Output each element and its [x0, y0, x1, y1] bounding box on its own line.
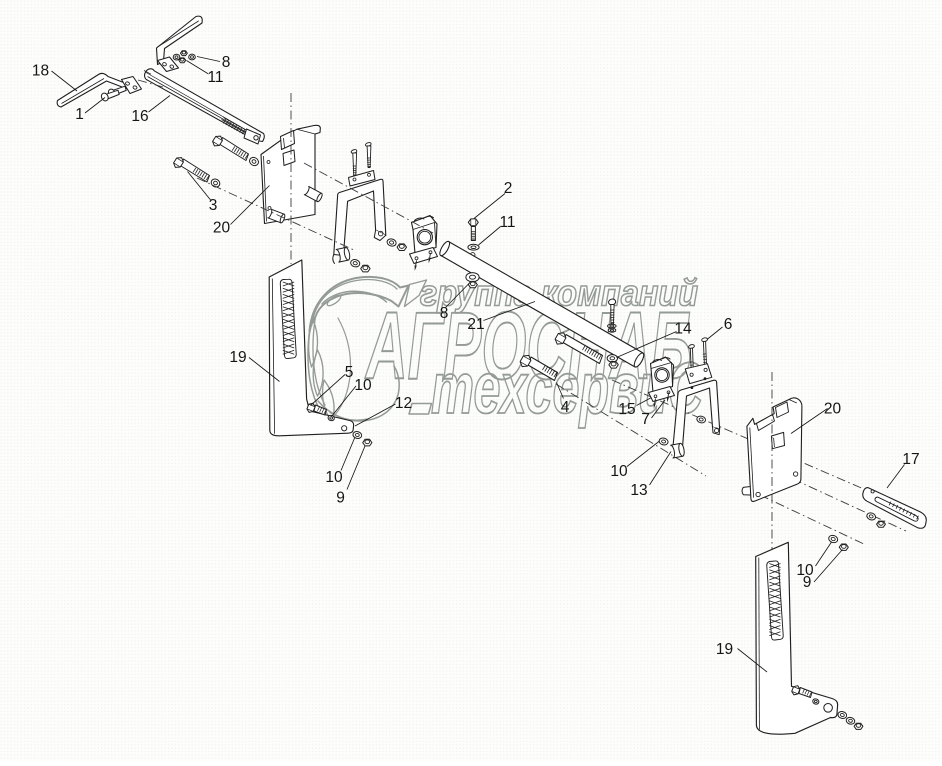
- svg-text:8: 8: [440, 305, 449, 322]
- svg-text:10: 10: [325, 469, 343, 486]
- svg-text:9: 9: [336, 490, 345, 507]
- svg-text:14: 14: [674, 321, 692, 338]
- svg-text:15: 15: [618, 401, 635, 418]
- svg-text:3: 3: [209, 197, 218, 214]
- svg-text:16: 16: [131, 108, 148, 125]
- svg-text:21: 21: [467, 316, 484, 333]
- svg-text:2: 2: [504, 180, 513, 197]
- svg-text:7: 7: [641, 411, 650, 428]
- svg-text:13: 13: [630, 482, 647, 499]
- svg-text:19: 19: [716, 641, 733, 658]
- svg-text:20: 20: [213, 220, 231, 237]
- svg-text:11: 11: [499, 214, 515, 231]
- svg-text:10: 10: [610, 463, 628, 480]
- svg-text:6: 6: [724, 316, 733, 333]
- svg-text:11: 11: [207, 69, 223, 86]
- svg-text:10: 10: [354, 377, 372, 394]
- svg-text:20: 20: [824, 401, 842, 418]
- svg-text:12: 12: [395, 395, 412, 412]
- svg-text:4: 4: [561, 399, 570, 416]
- svg-text:18: 18: [32, 63, 49, 80]
- svg-text:1: 1: [75, 106, 84, 123]
- svg-text:19: 19: [229, 349, 246, 366]
- svg-text:9: 9: [803, 574, 812, 591]
- svg-text:17: 17: [902, 451, 919, 468]
- svg-text:5: 5: [345, 364, 354, 381]
